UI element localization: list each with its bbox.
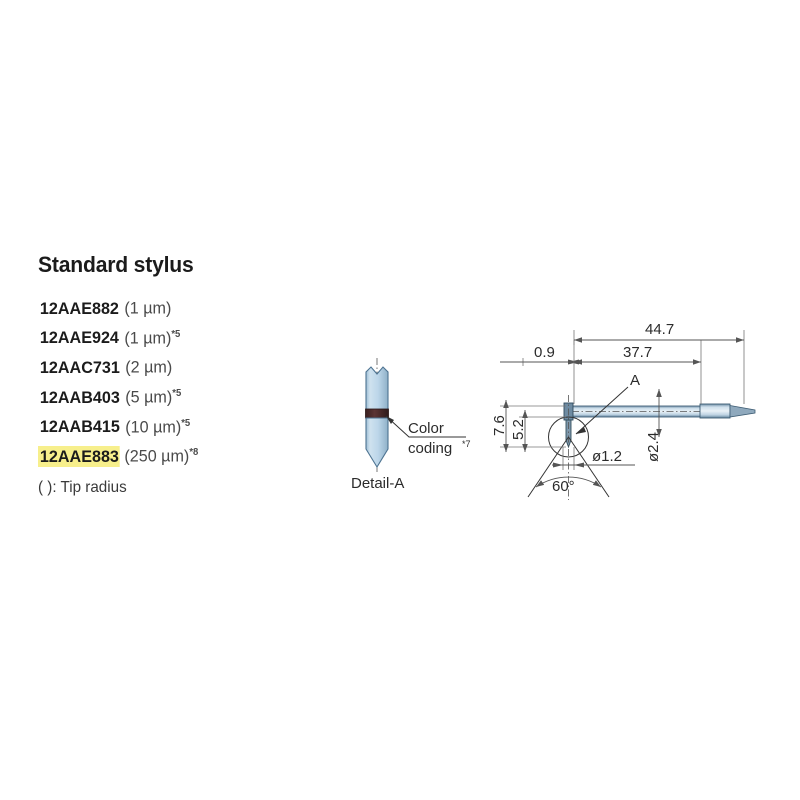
shaft-length-label: 37.7	[623, 344, 652, 361]
stylus-tip-cone	[565, 419, 572, 449]
part-number: 12AAE882	[39, 298, 119, 318]
part-number-highlighted: 12AAE883	[38, 445, 120, 467]
total-length-label: 44.7	[645, 321, 674, 338]
part-footnote: *5	[171, 328, 181, 340]
tip-dia-arrow-right	[574, 462, 584, 468]
tip-offset-arrow-right	[569, 359, 579, 365]
stylus-lower-body-tip	[365, 417, 389, 469]
detail-a-caption: Detail-A	[351, 475, 404, 492]
shaft-diameter-label: ø2.4	[645, 432, 662, 462]
tip-radius-legend: ( ): Tip radius	[38, 478, 127, 496]
stylus-upper-body	[365, 366, 389, 412]
detail-a-marker-label: A	[630, 372, 640, 389]
cone-angle-line-left	[527, 436, 569, 498]
list-item: 12AAB403 (5 µm)*5	[38, 381, 323, 411]
detail-a-circle-marker	[548, 416, 589, 458]
stylus-mount-block	[563, 402, 574, 421]
height-outer-label: 7.6	[491, 415, 508, 436]
cone-angle-line-right	[568, 436, 610, 498]
standard-stylus-spec-list: Standard stylus 12AAE882 (1 µm) 12AAE924…	[38, 252, 338, 497]
color-coding-label-line1: Color	[408, 420, 444, 437]
list-item-highlighted: 12AAE883 (250 µm)*8	[38, 440, 323, 470]
part-spec: (1 µm)	[124, 328, 172, 348]
stylus-shaft	[568, 405, 703, 418]
part-number: 12AAC731	[39, 357, 120, 377]
part-spec: (2 µm)	[125, 357, 173, 377]
part-number: 12AAB415	[39, 417, 120, 437]
height-inner-label: 5.2	[510, 419, 527, 440]
tip-dia-arrow-left	[553, 462, 563, 468]
color-coding-band	[365, 408, 389, 419]
part-number: 12AAE924	[39, 328, 119, 348]
color-coding-leader-arrow	[386, 416, 394, 424]
part-spec: (10 µm)	[125, 417, 182, 437]
main-stylus-view: A 60° ø1.2 ø2.4 7.6 5.2	[491, 321, 756, 500]
list-item: 12AAE924 (1 µm)*5	[38, 322, 323, 352]
cone-angle-arc	[535, 476, 602, 488]
part-footnote: *5	[172, 387, 182, 399]
list-item: 12AAB415 (10 µm)*5	[38, 411, 323, 441]
page-title: Standard stylus	[38, 252, 194, 277]
color-coding-footnote: *7	[462, 439, 471, 449]
tip-offset-label: 0.9	[534, 344, 555, 361]
list-item: 12AAE882 (1 µm)	[38, 292, 323, 322]
part-spec: (250 µm)	[124, 446, 190, 466]
part-spec: (5 µm)	[125, 387, 173, 407]
list-item: 12AAC731 (2 µm)	[38, 351, 323, 381]
tip-offset-arrow-left	[568, 359, 578, 365]
shaft-taper-end	[729, 405, 756, 418]
cone-angle-label: 60°	[552, 478, 575, 495]
shaft-collar	[699, 403, 731, 419]
part-number: 12AAB403	[39, 387, 120, 407]
color-coding-label-line2: coding	[408, 440, 452, 457]
detail-a-leader-arrow	[576, 427, 586, 434]
part-footnote: *8	[189, 447, 199, 459]
detail-a-view: Color coding *7 Detail-A	[351, 358, 471, 492]
part-spec: (1 µm)	[124, 298, 172, 318]
detail-a-leader	[575, 386, 629, 435]
part-footnote: *5	[181, 417, 191, 429]
color-coding-leader	[385, 415, 466, 438]
tip-diameter-label: ø1.2	[592, 448, 622, 465]
